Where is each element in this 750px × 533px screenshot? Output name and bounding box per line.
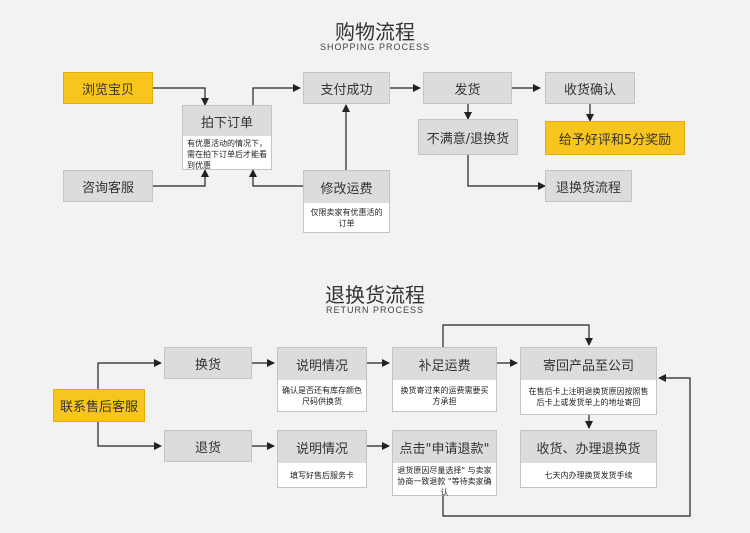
box-pay: 支付成功 (303, 72, 390, 104)
arrow-pay-loop (442, 324, 593, 347)
box-modify-note: 仅限卖家有优惠活的订单 (310, 207, 383, 228)
arrow-apply-loop (442, 374, 691, 517)
box-explain-2-label: 说明情况 (278, 431, 366, 463)
box-receive-note: 七天内办理换货发货手续 (544, 470, 633, 480)
box-order-note: 有优惠活动的情况下，需在拍下订单后才能看到优惠 (187, 139, 267, 170)
box-explain-1: 说明情况 确认是否还有库存颜色尺码供换货 (277, 347, 367, 412)
arrow-modify-order (249, 169, 303, 187)
box-modify-label: 修改运费 (304, 171, 389, 203)
box-apply-refund: 点击"申请退款" 退货原因尽量选择" 与卖家协商一致退款 "等待卖家确认 (392, 430, 497, 497)
box-exchange: 换货 (164, 347, 252, 379)
arrow-contact-refund (97, 422, 162, 450)
arrow-consult-order (153, 169, 209, 187)
box-receive-label: 收货、办理退换货 (521, 431, 656, 463)
box-send-back-note: 在售后卡上注明退换货原因按照售后卡上或发货单上的地址寄回 (528, 387, 649, 407)
box-send-back: 寄回产品至公司 在售后卡上注明退换货原因按照售后卡上或发货单上的地址寄回 (520, 347, 657, 415)
box-pay-freight: 补足运费 换货寄过来的运费需要买方承担 (392, 347, 497, 412)
box-explain-2-note: 填写好售后服务卡 (290, 470, 354, 480)
box-pay-freight-label: 补足运费 (393, 348, 496, 380)
arrow-browse-order (153, 87, 209, 106)
shopping-title: 购物流程 (335, 20, 415, 44)
box-receive: 收货、办理退换货 七天内办理换货发货手续 (520, 430, 657, 488)
box-return-flow: 退换货流程 (545, 170, 632, 202)
returns-subtitle: RETURN PROCESS (325, 305, 424, 315)
box-pay-freight-note: 换货寄过来的运费需要买方承担 (400, 385, 489, 406)
returns-title: 退换货流程 (325, 283, 425, 307)
shopping-subtitle: SHOPPING PROCESS (319, 42, 431, 52)
box-explain-2: 说明情况 填写好售后服务卡 (277, 430, 367, 488)
box-send-back-label: 寄回产品至公司 (521, 348, 656, 380)
box-unsatisfied: 不满意/退换货 (418, 119, 518, 155)
box-apply-refund-note: 退货原因尽量选择" 与卖家协商一致退款 "等待卖家确认 (397, 466, 492, 497)
box-refund: 退货 (164, 430, 252, 462)
box-order: 拍下订单 有优惠活动的情况下，需在拍下订单后才能看到优惠 (182, 105, 272, 170)
box-explain-1-note: 确认是否还有库存颜色尺码供换货 (282, 385, 362, 406)
box-order-label: 拍下订单 (183, 106, 271, 136)
box-contact-service: 联系售后客服 (53, 389, 145, 422)
box-consult: 咨询客服 (63, 170, 153, 202)
box-apply-refund-label: 点击"申请退款" (393, 431, 496, 463)
box-confirm: 收货确认 (545, 72, 635, 104)
box-browse: 浏览宝贝 (63, 72, 153, 104)
arrow-contact-exchange (97, 359, 162, 389)
arrow-order-pay (252, 84, 301, 105)
box-ship: 发货 (423, 72, 512, 104)
box-explain-1-label: 说明情况 (278, 348, 366, 380)
box-review: 给予好评和5分奖励 (545, 121, 685, 155)
box-modify-freight: 修改运费 仅限卖家有优惠活的订单 (303, 170, 390, 233)
arrow-unsatisfied-return (467, 155, 546, 190)
